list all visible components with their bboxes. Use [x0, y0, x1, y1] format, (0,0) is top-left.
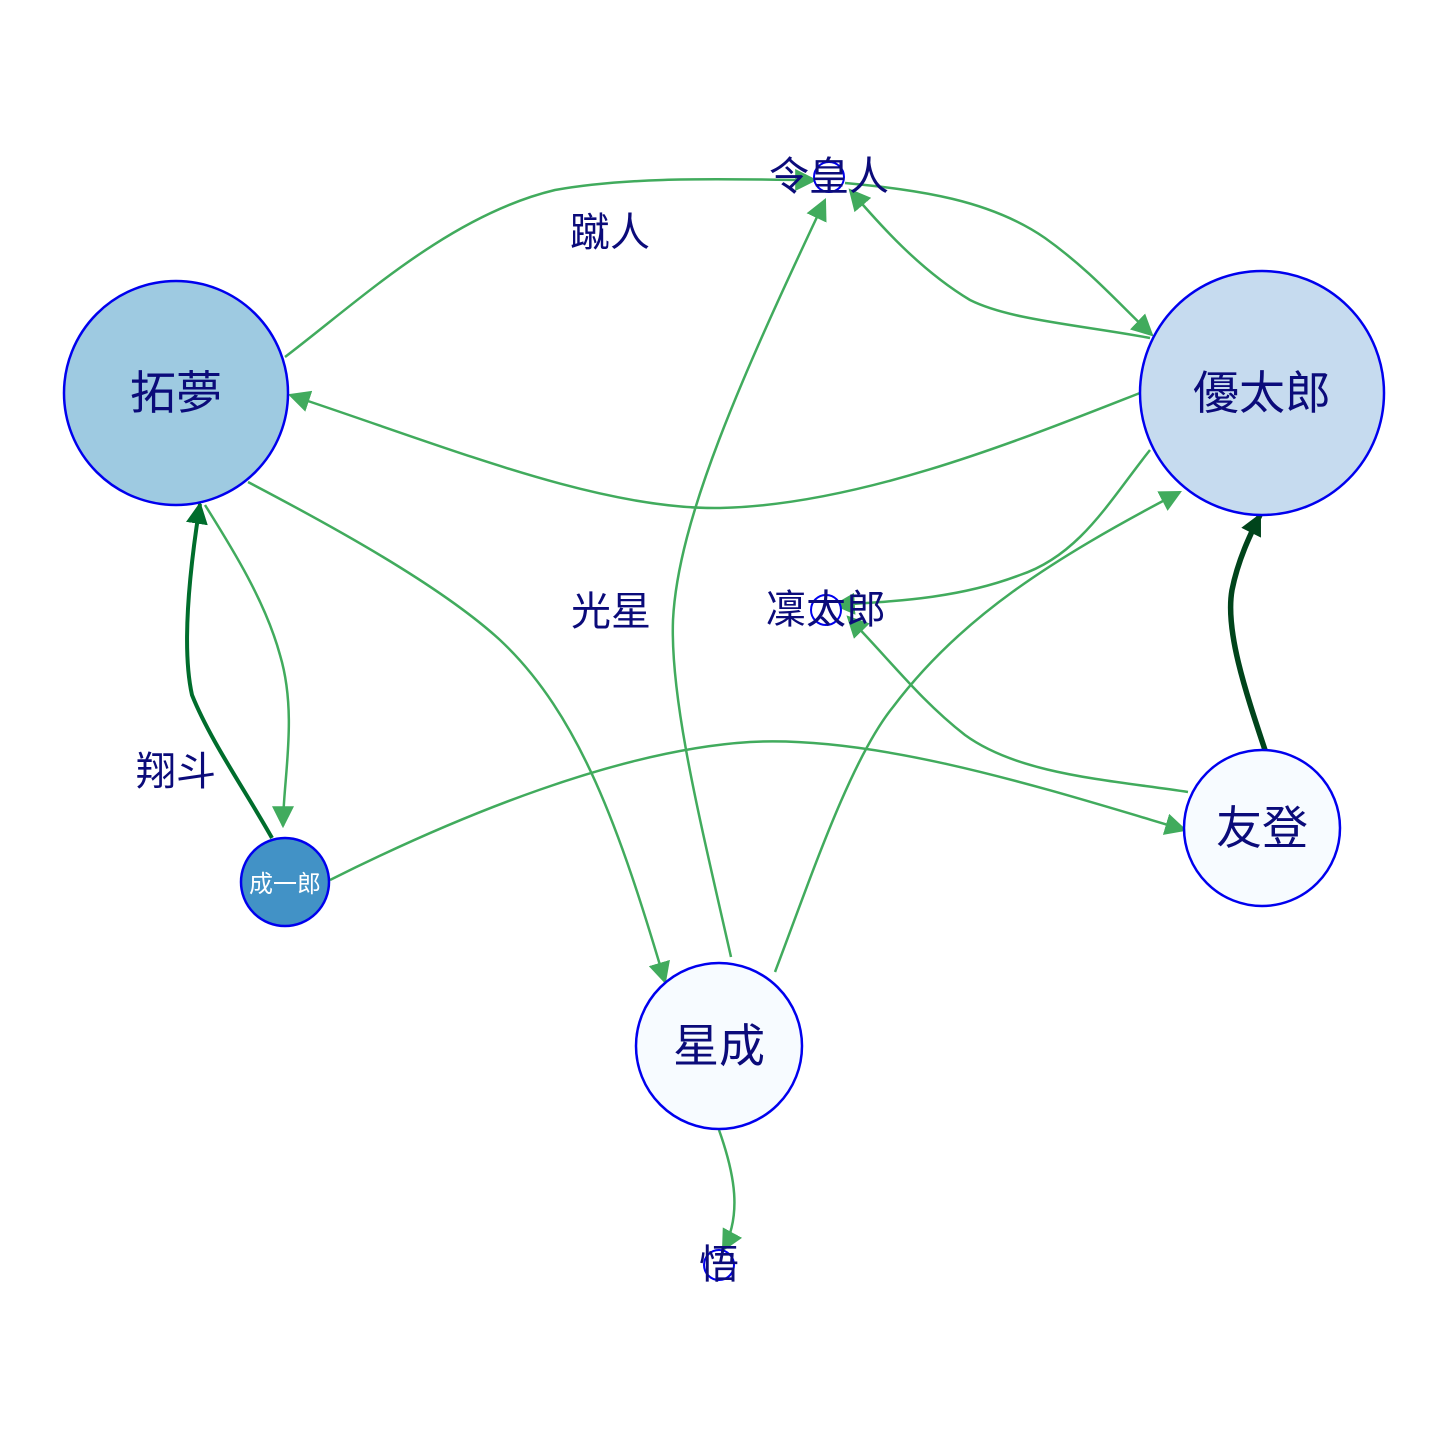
node-layer: 拓夢 優太郎 友登 星成 成一郎 令皇人 凜太郎: [62, 154, 1386, 1288]
node-seisei-label: 星成: [673, 1019, 765, 1073]
node-reouto-label: 令皇人: [769, 154, 889, 200]
node-yutaro-label: 優太郎: [1193, 366, 1331, 420]
edge-yutaro-rintaro: [832, 449, 1151, 615]
node-rintaro[interactable]: 凜太郎: [766, 587, 886, 633]
edge-reouto-yutaro: [844, 181, 1154, 337]
edge-seisei-satoru: [717, 1129, 743, 1252]
edge-tomoto-rintaro: [846, 615, 1189, 794]
edge-yutaro-reouto: [848, 188, 1151, 340]
edge-takumu-seiichiro: [203, 504, 295, 829]
node-seisei-circle: [634, 961, 804, 1131]
node-yutaro-circle: [1138, 269, 1386, 517]
edge-seisei-yutaro: [773, 490, 1182, 973]
edge-yutaro-takumu: [287, 390, 1141, 510]
node-rintaro-circle: [810, 594, 842, 626]
edge-seiichiro-tomoto: [329, 740, 1188, 882]
node-satoru[interactable]: 悟: [699, 1242, 739, 1288]
node-shuto[interactable]: 蹴人: [570, 210, 650, 256]
node-tomoto[interactable]: 友登: [1182, 748, 1342, 908]
node-satoru-label: 悟: [699, 1242, 739, 1288]
edge-tomoto-yutaro: [1227, 513, 1268, 751]
node-satoru-circle: [703, 1249, 735, 1281]
edge-takumu-seisei: [247, 480, 670, 985]
node-rintaro-label: 凜太郎: [766, 587, 886, 633]
node-shoto[interactable]: 翔斗: [136, 749, 216, 795]
node-takumu-circle: [62, 279, 290, 507]
edge-seisei-reouto: [671, 198, 827, 958]
node-seiichiro-label: 成一郎: [249, 870, 321, 898]
node-seiichiro[interactable]: 成一郎: [239, 836, 331, 928]
node-tomoto-circle: [1182, 748, 1342, 908]
node-kosei-label: 光星: [571, 589, 651, 635]
node-seiichiro-circle: [239, 836, 331, 928]
node-reouto[interactable]: 令皇人: [769, 154, 889, 200]
edge-seiichiro-takumu: [184, 501, 274, 839]
node-takumu-label: 拓夢: [130, 366, 222, 420]
node-yutaro[interactable]: 優太郎: [1138, 269, 1386, 517]
edge-layer: [184, 168, 1268, 1252]
node-shoto-label: 翔斗: [136, 749, 216, 795]
node-seisei[interactable]: 星成: [634, 961, 804, 1131]
node-kosei[interactable]: 光星: [571, 589, 651, 635]
node-reouto-circle: [813, 161, 845, 193]
node-tomoto-label: 友登: [1216, 801, 1308, 855]
node-takumu[interactable]: 拓夢: [62, 279, 290, 507]
node-shuto-label: 蹴人: [570, 210, 650, 256]
edge-takumu-reouto: [284, 168, 818, 358]
